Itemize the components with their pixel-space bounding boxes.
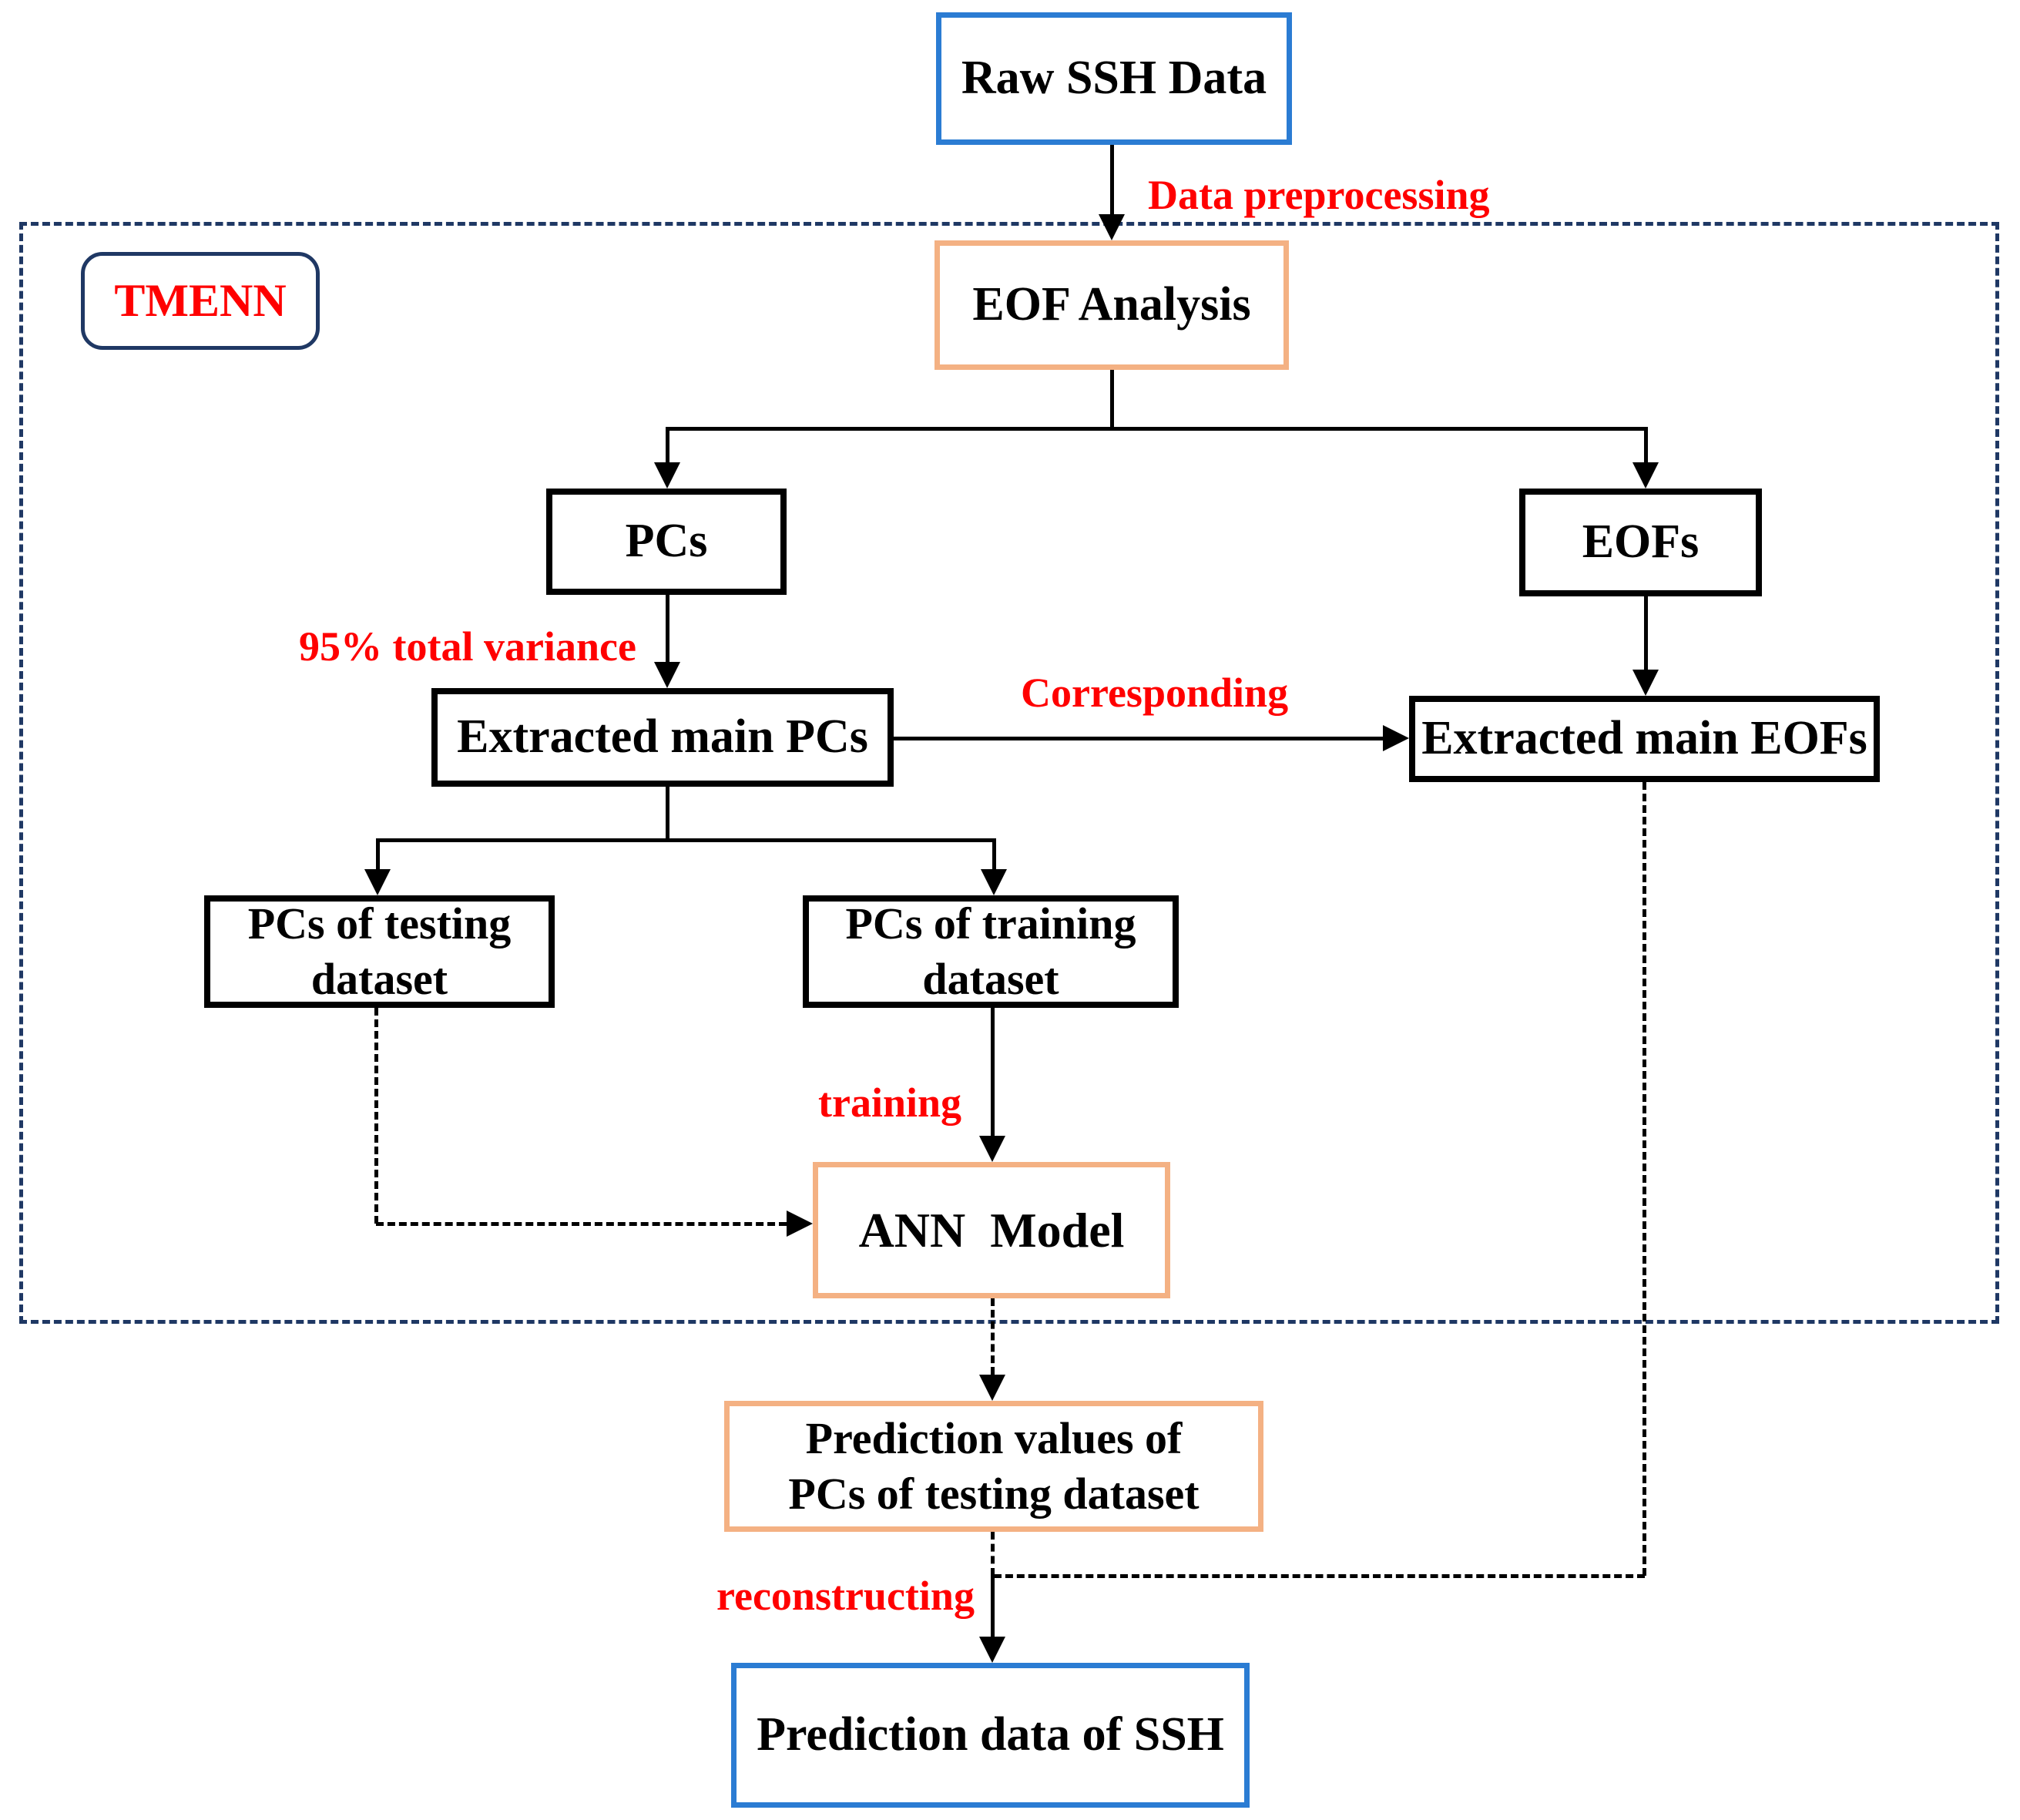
connector-lower-split-horizontal: [376, 838, 996, 842]
arrowhead-ann-to-prediction-values-icon: [979, 1375, 1005, 1401]
connector-raw-to-eof-analysis: [1110, 145, 1114, 217]
connector-eof-analysis-to-split: [1110, 370, 1114, 431]
node-eof-analysis: EOF Analysis: [935, 240, 1289, 370]
connector-eofs-to-extracted-eofs: [1644, 596, 1648, 673]
connector-split-to-eofs: [1644, 427, 1648, 465]
arrowhead-testing-to-ann-icon: [787, 1211, 813, 1237]
node-pcs-training-line2: dataset: [922, 954, 1059, 1004]
node-prediction-values: Prediction values of PCs of testing data…: [724, 1401, 1263, 1532]
connector-testing-dashed-horizontal: [376, 1222, 787, 1226]
edge-label-corresponding: Corresponding: [1021, 670, 1289, 716]
node-pcs: PCs: [546, 489, 787, 595]
node-extracted-main-pcs-label: Extracted main PCs: [457, 710, 868, 764]
connector-testing-dashed-vertical: [374, 1008, 378, 1224]
node-pcs-training-dataset: PCs of training dataset: [803, 895, 1179, 1008]
node-pcs-testing-line1: PCs of testing: [247, 898, 512, 949]
arrowhead-split-to-pcs-icon: [654, 462, 680, 489]
node-eofs: EOFs: [1519, 489, 1762, 596]
connector-corresponding: [894, 737, 1387, 740]
node-pcs-testing-line2: dataset: [310, 954, 448, 1004]
arrowhead-eofs-to-extracted-eofs-icon: [1632, 670, 1659, 696]
connector-prediction-values-to-junction: [991, 1532, 995, 1576]
node-extracted-main-eofs: Extracted main EOFs: [1409, 696, 1880, 782]
node-eof-analysis-label: EOF Analysis: [972, 278, 1251, 331]
node-pcs-training-line1: PCs of training: [845, 898, 1136, 949]
node-pcs-label: PCs: [625, 515, 708, 568]
arrowhead-corresponding-icon: [1383, 725, 1409, 751]
node-prediction-values-line2: PCs of testing dataset: [788, 1469, 1200, 1519]
node-extracted-main-pcs: Extracted main PCs: [431, 688, 894, 787]
tmenn-region-label: TMENN: [114, 275, 287, 326]
connector-split-to-pcs-testing: [376, 838, 380, 872]
tmenn-dashed-region: [19, 222, 1999, 1324]
connector-extracted-pcs-to-split: [666, 787, 669, 841]
node-raw-ssh-data-label: Raw SSH Data: [961, 52, 1267, 105]
edge-label-data-preprocessing: Data preprocessing: [1148, 172, 1490, 218]
tmenn-region-label-box: TMENN: [81, 252, 320, 350]
edge-label-95-total-variance: 95% total variance: [299, 623, 636, 670]
connector-ann-to-prediction-values: [991, 1298, 995, 1375]
arrowhead-split-to-eofs-icon: [1632, 462, 1659, 489]
node-prediction-data-ssh: Prediction data of SSH: [731, 1663, 1250, 1808]
node-pcs-testing-dataset: PCs of testing dataset: [204, 895, 555, 1008]
node-extracted-main-eofs-label: Extracted main EOFs: [1421, 712, 1867, 765]
node-ann-model: ANN Model: [813, 1162, 1170, 1298]
node-raw-ssh-data: Raw SSH Data: [936, 12, 1292, 145]
connector-training: [991, 1008, 995, 1137]
arrowhead-split-to-pcs-testing-icon: [364, 869, 391, 895]
arrowhead-training-icon: [979, 1136, 1005, 1162]
node-prediction-values-line1: Prediction values of: [805, 1412, 1183, 1463]
connector-split-to-pcs: [666, 427, 669, 465]
node-eofs-label: EOFs: [1582, 515, 1700, 569]
connector-pcs-to-extracted-pcs: [666, 595, 669, 665]
arrowhead-raw-to-eof-analysis-icon: [1099, 214, 1125, 240]
connector-junction-to-prediction-ssh: [991, 1576, 995, 1640]
connector-eofs-dashed-horizontal: [994, 1574, 1645, 1578]
node-ann-model-label: ANN Model: [858, 1202, 1125, 1258]
edge-label-reconstructing: reconstructing: [716, 1573, 975, 1619]
connector-split-to-pcs-training: [992, 838, 996, 872]
arrowhead-split-to-pcs-training-icon: [981, 869, 1007, 895]
arrowhead-pcs-to-extracted-pcs-icon: [654, 662, 680, 688]
connector-split-horizontal: [666, 427, 1648, 431]
arrowhead-reconstructing-icon: [979, 1637, 1005, 1663]
connector-extracted-eofs-dashed-vertical: [1643, 782, 1646, 1576]
node-prediction-data-ssh-label: Prediction data of SSH: [757, 1708, 1224, 1761]
edge-label-training: training: [818, 1080, 962, 1126]
